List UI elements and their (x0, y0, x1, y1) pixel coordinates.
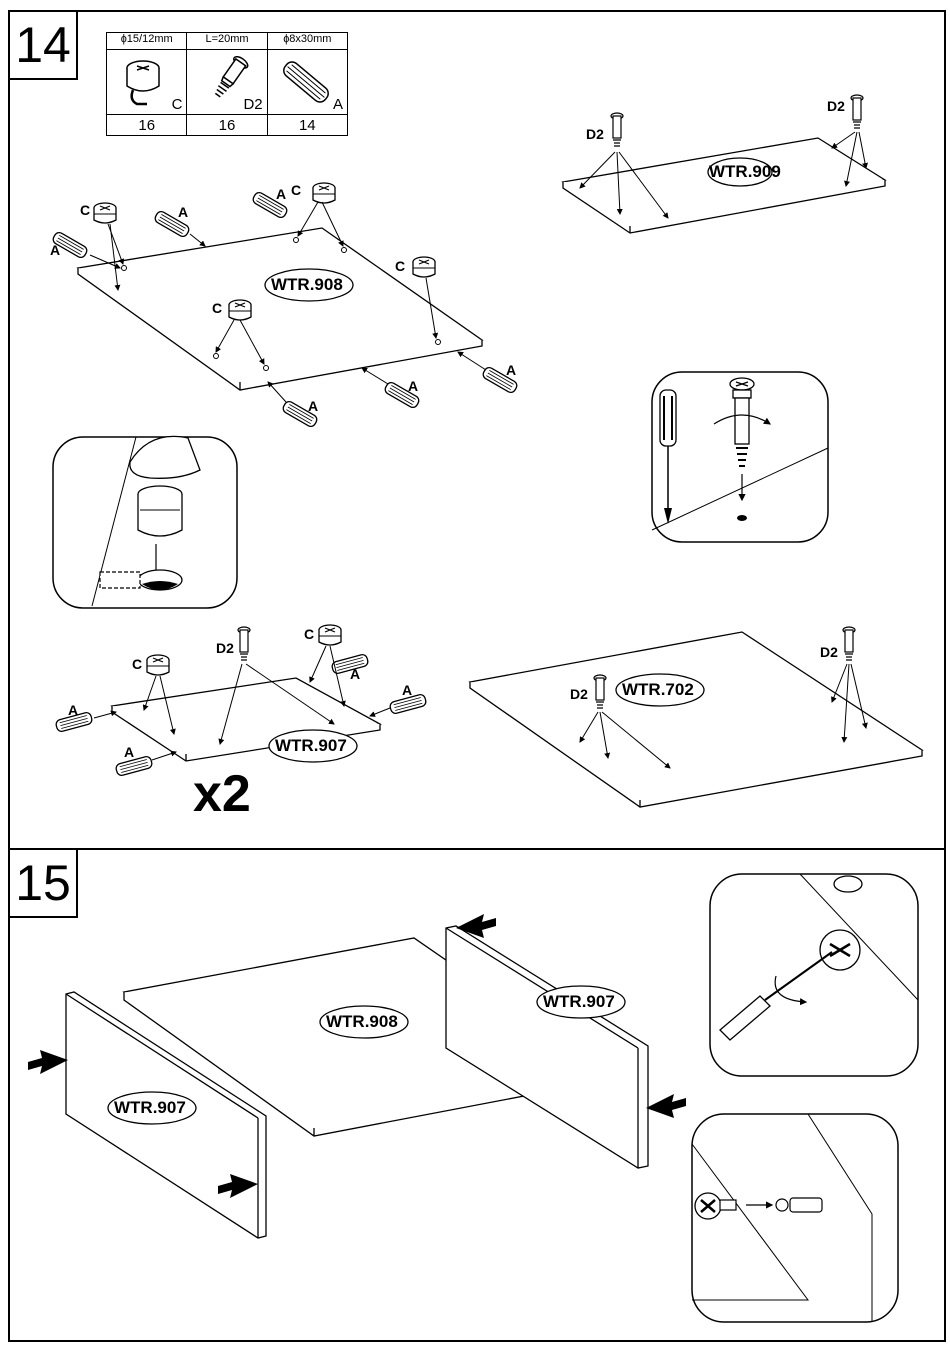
label-a-4: A (308, 398, 318, 414)
label-c-1: C (80, 202, 90, 218)
label-a-9: A (350, 666, 360, 682)
label-d2-3: D2 (216, 640, 234, 656)
label-wtr907-left-step15: WTR.907 (114, 1098, 186, 1118)
label-c-4: C (212, 300, 222, 316)
label-wtr702: WTR.702 (622, 680, 694, 700)
inset-screwdriver-detail (652, 372, 828, 542)
label-c-6: C (304, 626, 314, 642)
label-wtr909: WTR.909 (709, 162, 781, 182)
label-a-10: A (402, 682, 412, 698)
panel-wtr909-step14 (563, 138, 885, 233)
label-d2-2: D2 (827, 98, 845, 114)
inset-cam-lock-detail (53, 436, 237, 608)
label-d2-4: D2 (570, 686, 588, 702)
label-c-5: C (132, 656, 142, 672)
quantity-multiplier: x2 (193, 764, 251, 824)
inset-cam-tighten-detail (710, 874, 918, 1076)
label-wtr907-step14: WTR.907 (275, 736, 347, 756)
label-a-1: A (50, 242, 60, 258)
label-d2-1: D2 (586, 126, 604, 142)
label-wtr908-step15: WTR.908 (326, 1012, 398, 1032)
label-a-3: A (276, 186, 286, 202)
panel-wtr702-step14 (470, 632, 922, 807)
panel-wtr908-step14 (78, 228, 482, 390)
label-a-7: A (68, 702, 78, 718)
inset-bolt-insert-detail (692, 1114, 898, 1322)
label-a-2: A (178, 204, 188, 220)
label-c-3: C (395, 258, 405, 274)
label-a-6: A (506, 362, 516, 378)
label-c-2: C (291, 182, 301, 198)
label-a-5: A (408, 378, 418, 394)
label-wtr907-right-step15: WTR.907 (543, 992, 615, 1012)
label-a-8: A (124, 744, 134, 760)
label-d2-5: D2 (820, 644, 838, 660)
panel-wtr907-right-step15 (446, 926, 648, 1168)
label-wtr908-step14: WTR.908 (271, 275, 343, 295)
